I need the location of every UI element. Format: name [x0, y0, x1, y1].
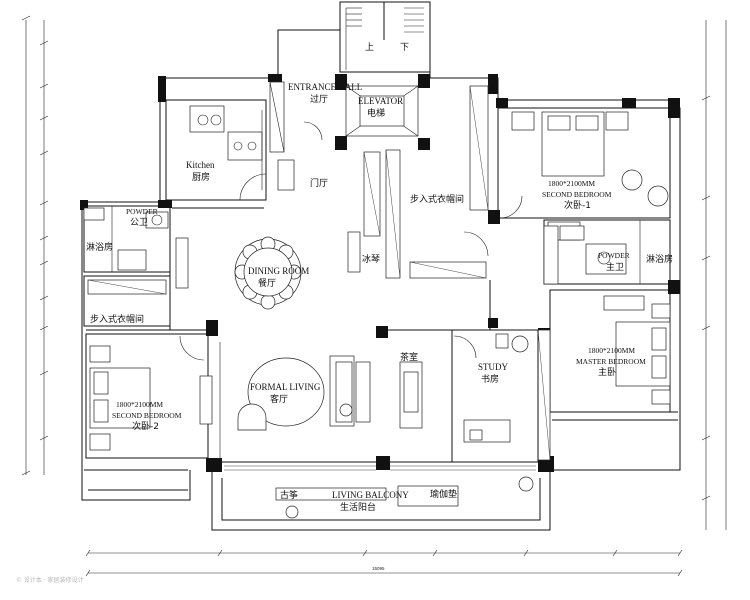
elevator-label-cn: 电梯	[367, 107, 385, 119]
stairs-down-label: 下	[400, 43, 409, 53]
interior-partitions	[86, 206, 544, 463]
master-powder-label-cn: 主卫	[606, 261, 624, 273]
second-bedroom-1-label: SECOND BEDROOM	[542, 190, 612, 199]
second-bedroom-2-label: SECOND BEDROOM	[112, 411, 182, 420]
formal-living: 茶室 FORMAL LIVING 客厅	[219, 342, 423, 460]
second-bedroom-2: 1800*2100MM SECOND BEDROOM 次卧-2	[85, 333, 213, 459]
formal-living-label: FORMAL LIVING	[250, 382, 321, 392]
master-bath-label-cn: 淋浴房	[646, 253, 673, 265]
dining-room-label: DINING ROOM	[248, 266, 309, 276]
study-label: STUDY	[478, 362, 509, 372]
second-bedroom-2-label-cn: 次卧-2	[132, 420, 159, 432]
dining-room-label-cn: 餐厅	[258, 277, 276, 289]
study-label-cn: 书房	[481, 373, 499, 385]
living-balcony-label-cn: 生活阳台	[340, 501, 376, 513]
kitchen-label: Kitchen	[186, 160, 215, 170]
walkin-closet-top-label: 步入式衣帽间	[410, 193, 464, 205]
master-bedroom: 1800*2100MM MASTER BEDROOM 主卧	[537, 289, 671, 461]
bottom-dimension-line: 15095	[85, 549, 683, 577]
yoga-label: 瑜伽垫	[430, 488, 457, 500]
left-powder: POWDER 公卫 淋浴房	[83, 205, 189, 289]
fridge-label: 冰琴	[362, 253, 380, 265]
living-balcony-label: LIVING BALCONY	[332, 490, 409, 500]
formal-living-label-cn: 客厅	[270, 393, 288, 405]
right-dimension-line	[701, 20, 727, 530]
second-bedroom-1-label-cn: 次卧-1	[564, 199, 591, 211]
left-dimension-line	[21, 15, 49, 476]
dining-room: DINING ROOM 餐厅	[234, 236, 309, 310]
overall-dimension: 15095	[372, 566, 385, 571]
study: STUDY 书房	[451, 329, 539, 463]
left-bath-label-cn: 淋浴房	[86, 241, 113, 253]
living-balcony: 古筝 LIVING BALCONY 生活阳台 瑜伽垫	[224, 465, 536, 519]
stairwell: 上 下	[339, 1, 431, 73]
master-bedroom-label-cn: 主卧	[598, 366, 616, 378]
left-powder-label-cn: 公卫	[130, 217, 148, 228]
master-bedroom-label: MASTER BEDROOM	[576, 357, 646, 366]
walkin-closet-left: 步入式衣帽间	[83, 275, 171, 327]
master-powder: POWDER 主卫 淋浴房	[543, 219, 673, 285]
foyer-label-cn: 门厅	[310, 177, 328, 189]
watermark: © 设计本 · 家居装修设计	[16, 576, 84, 584]
wall-columns	[80, 74, 680, 472]
elevator-label: ELEVATOR	[358, 96, 403, 106]
kitchen-label-cn: 厨房	[192, 171, 210, 183]
entrance-hall-label-cn: 过厅	[310, 93, 328, 105]
tea-room-label: 茶室	[400, 351, 418, 363]
walkin-closet-left-label: 步入式衣帽间	[90, 313, 144, 325]
entrance-hall-label: ENTRANCE HALL	[288, 82, 362, 92]
stairs-up-label: 上	[365, 42, 374, 53]
walkin-closet-top: 步入式衣帽间 冰琴	[347, 85, 489, 279]
second-bedroom-1-size: 1800*2100MM	[548, 179, 595, 188]
master-powder-label: POWDER	[598, 251, 630, 260]
washer-label: 古筝	[280, 489, 298, 501]
second-bedroom-2-size: 1800*2100MM	[116, 400, 163, 409]
kitchen: Kitchen 厨房	[165, 99, 267, 201]
master-bedroom-size: 1800*2100MM	[588, 346, 635, 355]
second-bedroom-1: 1800*2100MM SECOND BEDROOM 次卧-1	[497, 107, 671, 219]
entrance-elevator: ENTRANCE HALL 过厅 ELEVATOR 电梯 门厅	[269, 81, 419, 191]
left-powder-label: POWDER	[126, 207, 158, 216]
